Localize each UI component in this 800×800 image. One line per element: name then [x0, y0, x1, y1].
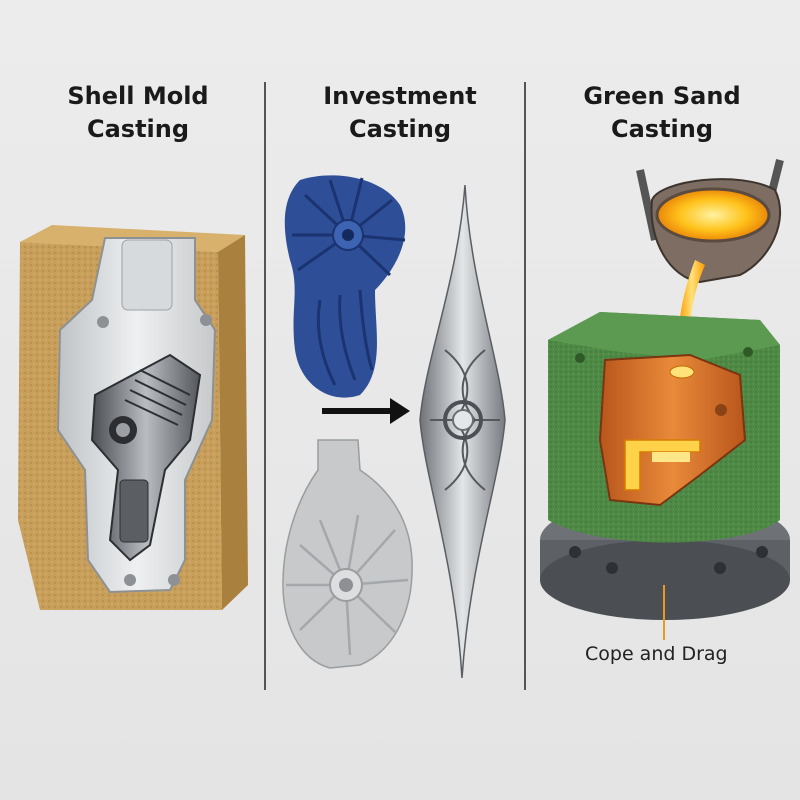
green-sand-title-line1: Green Sand — [583, 82, 741, 110]
process-arrow — [322, 398, 410, 424]
green-sand-title-line2: Casting — [610, 115, 714, 143]
green-sand-illustration — [540, 159, 790, 640]
wax-pattern — [284, 175, 406, 398]
shell-mold-illustration — [18, 225, 248, 610]
investment-title-line2: Casting — [348, 115, 452, 143]
divider-right — [524, 82, 526, 690]
ladle — [636, 159, 784, 284]
metal-spindle — [419, 184, 506, 679]
green-sand-title: Green Sand Casting — [532, 80, 792, 146]
investment-illustration — [282, 175, 506, 679]
investment-title-line1: Investment — [323, 82, 477, 110]
investment-title: Investment Casting — [270, 80, 530, 146]
shell-mold-title-line1: Shell Mold — [67, 82, 209, 110]
ceramic-pattern — [282, 439, 413, 669]
divider-left — [264, 82, 266, 690]
cope-and-drag-label: Cope and Drag — [585, 643, 728, 665]
shell-mold-title: Shell Mold Casting — [8, 80, 268, 146]
shell-mold-title-line2: Casting — [86, 115, 190, 143]
